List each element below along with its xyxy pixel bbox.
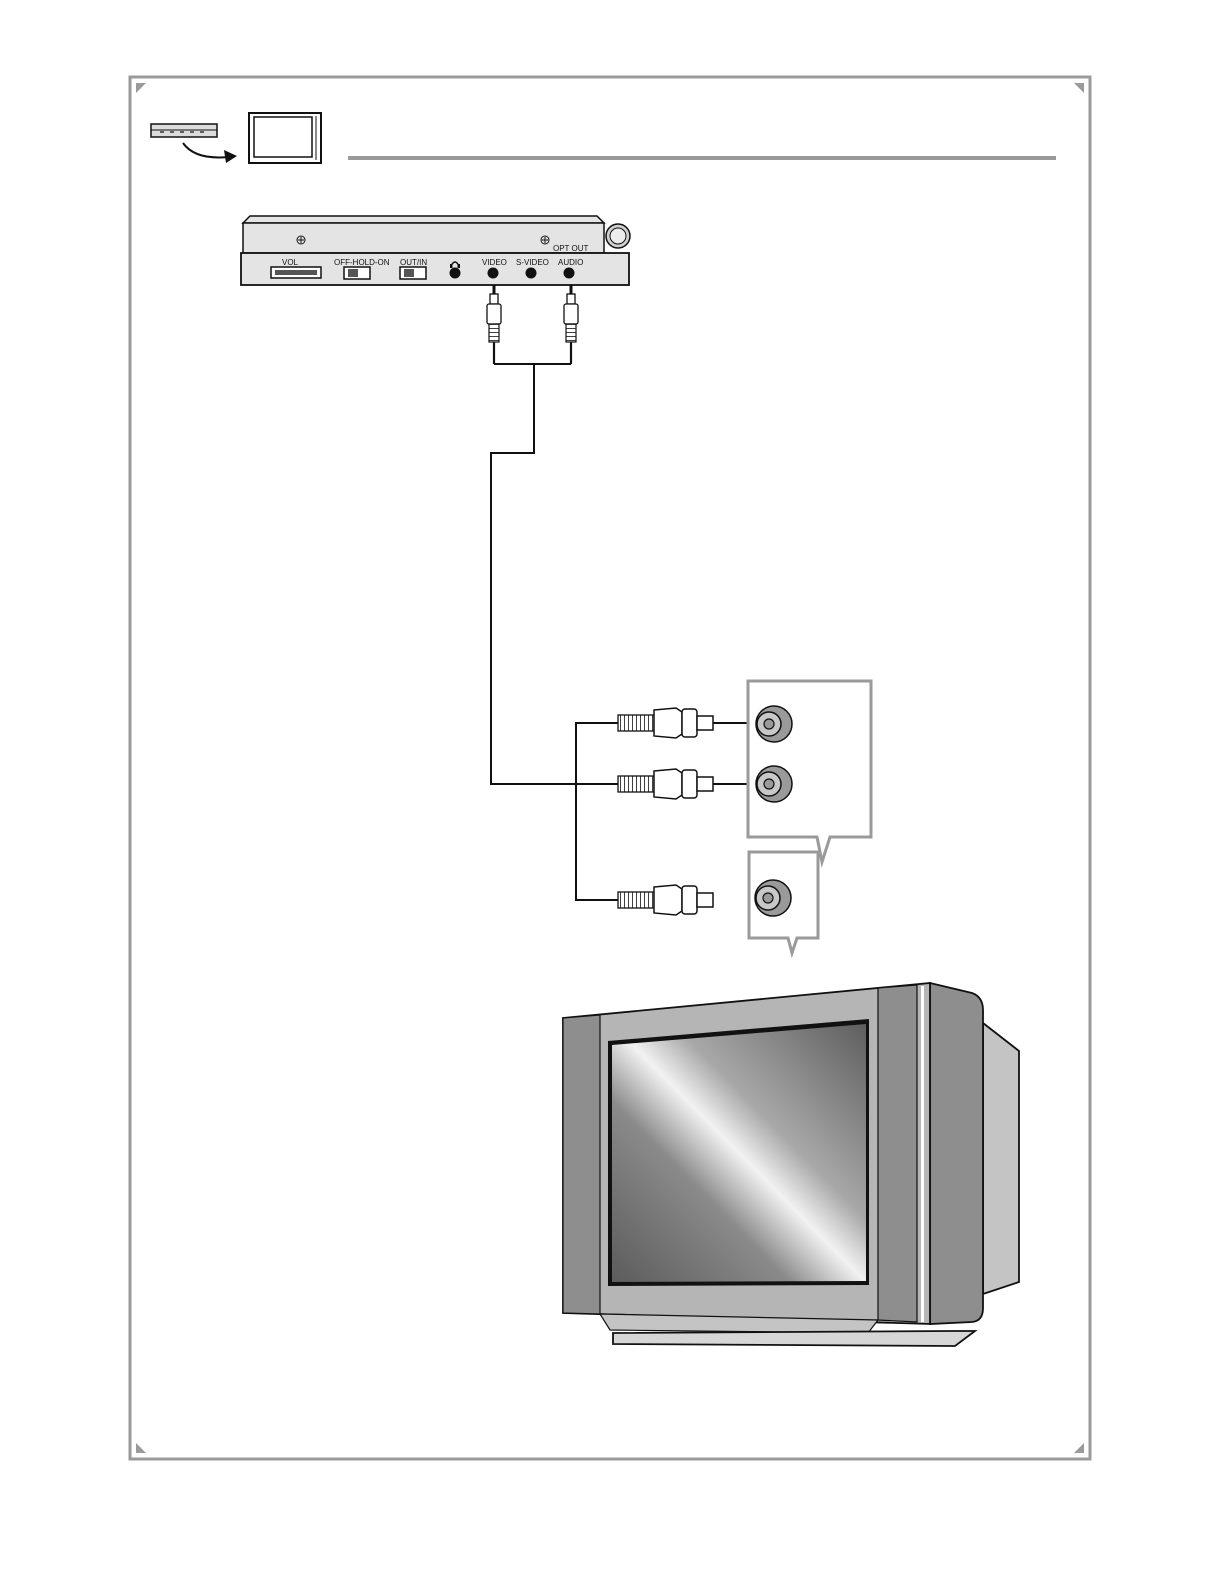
- tv-side-panel: [930, 983, 983, 1324]
- rca-plug-1: [618, 708, 768, 738]
- opt-out-label: OPT OUT: [553, 244, 589, 253]
- player-panel: OPT OUT VOL OFF-HOLD-ON OUT/IN VIDEO S-V…: [241, 216, 630, 285]
- svideo-label: S-VIDEO: [516, 258, 549, 267]
- tv-audio-jack-2[interactable]: [756, 766, 792, 802]
- out-in-label: OUT/IN: [400, 258, 427, 267]
- headphone-jack[interactable]: [450, 268, 461, 279]
- av-cable: [491, 364, 618, 900]
- tv-video-jack[interactable]: [755, 880, 791, 916]
- tv-stand: [613, 1331, 975, 1346]
- power-switch-label: OFF-HOLD-ON: [334, 258, 390, 267]
- player-to-tv-icon: [151, 113, 321, 163]
- audio-out-jack[interactable]: [564, 268, 575, 279]
- tv-rear-housing: [983, 1023, 1019, 1294]
- rca-plug-2: [618, 769, 768, 799]
- mini-plug-video: [487, 285, 501, 364]
- panel-screw-right: [541, 236, 549, 244]
- television: [563, 983, 1019, 1346]
- vol-label: VOL: [282, 258, 299, 267]
- svideo-jack[interactable]: [526, 268, 537, 279]
- mini-plug-audio: [564, 285, 578, 364]
- video-out-jack[interactable]: [488, 268, 499, 279]
- video-label: VIDEO: [482, 258, 507, 267]
- audio-label: AUDIO: [558, 258, 583, 267]
- panel-screw-left: [297, 236, 305, 244]
- rca-plug-3: [618, 885, 713, 915]
- tv-screen: [612, 1024, 866, 1282]
- tv-audio-jack-1[interactable]: [756, 706, 792, 742]
